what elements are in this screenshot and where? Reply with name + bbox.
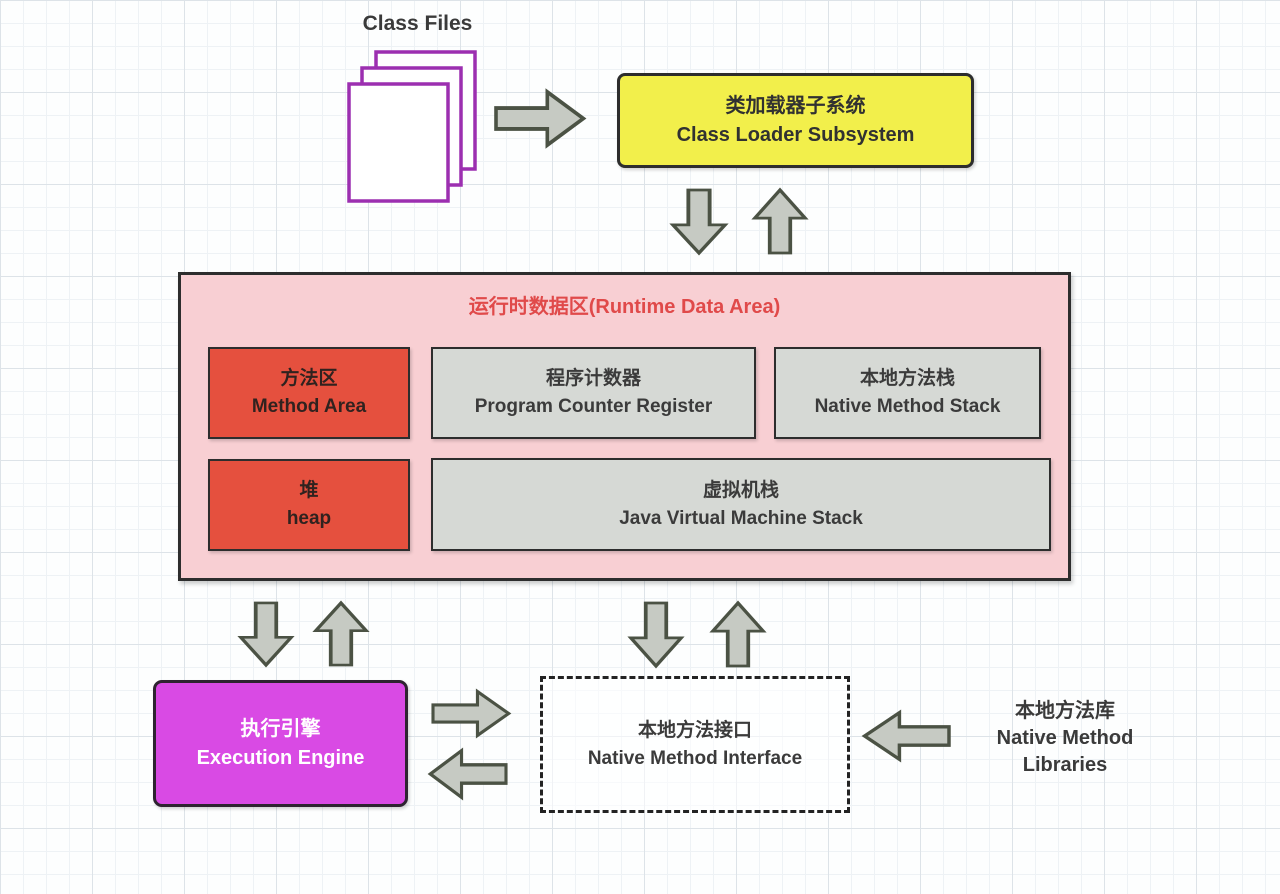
engine-to-nmi-arrow-right-icon [431,688,512,739]
libraries-to-nmi-arrow-left-icon [861,709,951,763]
heap-label-zh: 堆 [299,480,319,502]
program-counter-label-en: Program Counter Register [474,396,713,417]
class-loader-box: 类加载器子系统 Class Loader Subsystem [617,73,974,168]
runtime-data-area: 运行时数据区(Runtime Data Area) 方法区 Method Are… [178,272,1071,581]
nml-label-zh: 本地方法库 [1015,700,1115,722]
heap-box: 堆 heap [208,459,410,551]
engine-to-runtime-arrow-up-icon [312,600,370,667]
runtime-to-engine-arrow-down-icon [237,601,295,668]
heap-label-en: heap [286,508,332,529]
runtime-to-nmi-arrow-down-icon [627,601,685,669]
class-loader-label-zh: 类加载器子系统 [725,94,866,117]
class-files-text: Class Files [362,12,473,35]
nmi-label-en: Native Method Interface [587,747,803,769]
method-area-label-zh: 方法区 [280,368,338,390]
native-method-libraries-label: 本地方法库 Native Method Libraries [975,698,1155,779]
nmi-label-zh: 本地方法接口 [637,719,752,741]
nml-label-en2: Libraries [1022,754,1108,776]
execution-engine-label-zh: 执行引擎 [240,717,321,740]
class-loader-label-en: Class Loader Subsystem [676,123,915,146]
execution-engine-box: 执行引擎 Execution Engine [153,680,408,807]
class-files-icon [347,50,477,203]
nmi-to-engine-arrow-left-icon [427,747,508,801]
runtime-title-text: 运行时数据区(Runtime Data Area) [468,296,781,318]
program-counter-label-zh: 程序计数器 [545,368,641,390]
program-counter-box: 程序计数器 Program Counter Register [431,347,756,439]
runtime-data-area-title: 运行时数据区(Runtime Data Area) [181,293,1068,322]
jvm-stack-label-zh: 虚拟机栈 [702,479,779,501]
loader-to-runtime-arrow-down-icon [669,188,729,256]
native-method-stack-label-zh: 本地方法栈 [859,368,955,390]
native-method-stack-box: 本地方法栈 Native Method Stack [774,347,1041,439]
class-files-label: Class Files [300,12,535,36]
runtime-to-loader-arrow-up-icon [751,187,809,255]
nmi-to-runtime-arrow-up-icon [709,600,767,668]
native-method-interface-box: 本地方法接口 Native Method Interface [540,676,850,813]
execution-engine-label-en: Execution Engine [196,746,365,769]
method-area-box: 方法区 Method Area [208,347,410,439]
nml-label-en1: Native Method [996,727,1134,749]
jvm-stack-box: 虚拟机栈 Java Virtual Machine Stack [431,458,1051,551]
native-method-stack-label-en: Native Method Stack [814,396,1001,417]
classfiles-to-loader-arrow-right-icon [494,88,587,149]
method-area-label-en: Method Area [251,396,367,417]
jvm-stack-label-en: Java Virtual Machine Stack [619,507,863,529]
